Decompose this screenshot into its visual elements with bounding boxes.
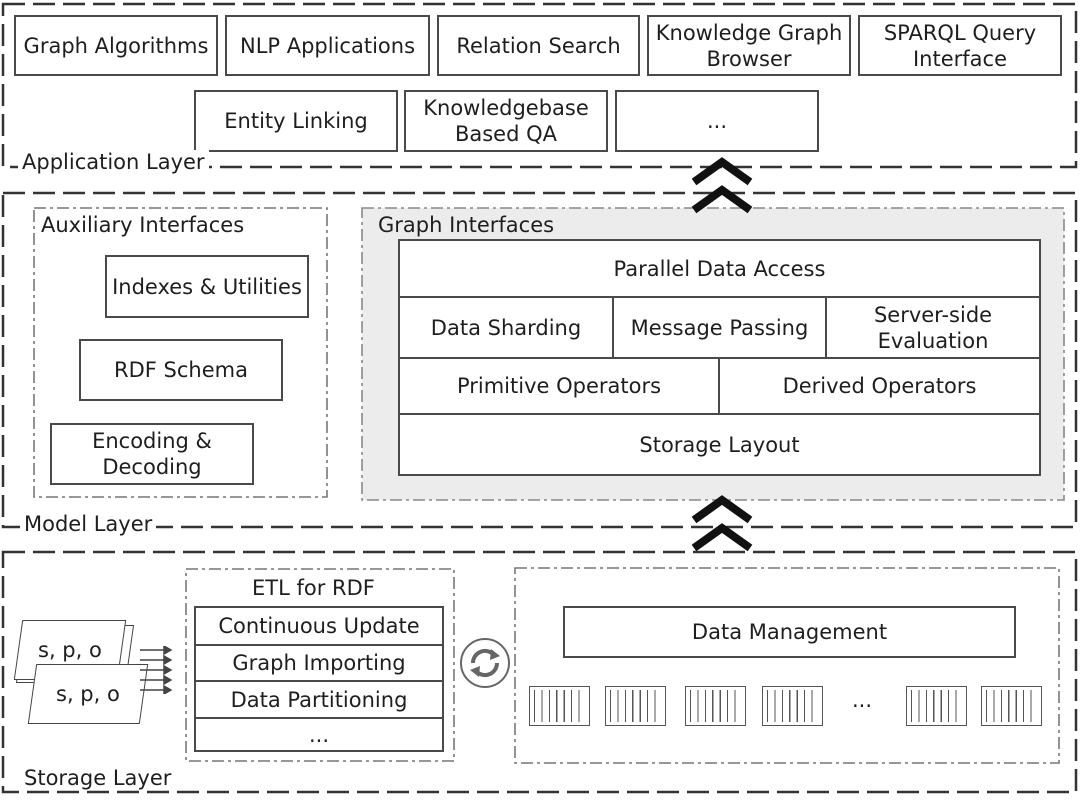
storage-layer-frame <box>1 550 1078 794</box>
etl-frame <box>185 568 455 762</box>
etl-graph-importing: Graph Importing <box>196 646 442 682</box>
application-layer-frame <box>1 2 1078 169</box>
block-stripes <box>767 690 818 722</box>
graph-interfaces-grid: Parallel Data Access Data Sharding Messa… <box>398 239 1041 476</box>
storage-block <box>605 686 666 726</box>
data-sharding: Data Sharding <box>400 298 614 359</box>
derived-operators: Derived Operators <box>720 359 1039 415</box>
app-box-nlp-applications: NLP Applications <box>225 15 430 76</box>
block-stripes <box>911 690 962 722</box>
etl-continuous-update: Continuous Update <box>196 608 442 646</box>
double-chevron-up-icon <box>691 495 753 552</box>
app-box-relation-search: Relation Search <box>437 15 640 76</box>
data-management-box: Data Management <box>563 606 1016 658</box>
etl-more: ... <box>308 722 330 747</box>
block-stripes <box>690 690 741 722</box>
app-box-graph-algorithms: Graph Algorithms <box>14 15 218 76</box>
primitive-operators: Primitive Operators <box>400 359 720 415</box>
application-layer-label: Application Layer <box>18 150 209 174</box>
triple-text: s, p, o <box>56 682 120 706</box>
auxiliary-frame <box>33 207 328 498</box>
storage-block <box>685 686 746 726</box>
auxiliary-interfaces-title: Auxiliary Interfaces <box>41 213 245 237</box>
app-box-knowledgebase-qa: Knowledgebase Based QA <box>404 90 608 152</box>
aux-box-indexes-utilities: Indexes & Utilities <box>105 255 309 318</box>
data-management-frame <box>514 567 1060 764</box>
parallel-data-access: Parallel Data Access <box>400 241 1039 298</box>
triple-text: s, p, o <box>38 638 102 662</box>
blocks-ellipsis: ... <box>852 688 873 712</box>
storage-layout: Storage Layout <box>639 432 800 457</box>
etl-title: ETL for RDF <box>252 576 375 600</box>
graph-interfaces-title: Graph Interfaces <box>378 213 555 237</box>
app-box-knowledge-graph-browser: Knowledge Graph Browser <box>647 15 851 76</box>
model-layer-label: Model Layer <box>20 512 157 536</box>
app-box-sparql-query-interface: SPARQL Query Interface <box>858 15 1062 76</box>
aux-box-rdf-schema: RDF Schema <box>79 339 283 401</box>
double-chevron-up-icon <box>691 157 753 214</box>
block-stripes <box>534 690 585 722</box>
model-layer-frame <box>1 191 1078 529</box>
message-passing: Message Passing <box>614 298 827 359</box>
block-stripes <box>986 690 1037 722</box>
storage-block <box>906 686 967 726</box>
sync-circle-icon <box>460 638 510 688</box>
storage-layer-label: Storage Layer <box>20 766 176 790</box>
etl-data-partitioning: Data Partitioning <box>196 682 442 719</box>
server-side-evaluation: Server-side Evaluation <box>827 298 1039 359</box>
aux-box-encoding-decoding: Encoding & Decoding <box>50 423 254 485</box>
app-box-entity-linking: Entity Linking <box>194 90 398 152</box>
storage-block <box>981 686 1042 726</box>
storage-block <box>762 686 823 726</box>
storage-block <box>529 686 590 726</box>
flow-arrows-icon <box>140 646 172 694</box>
block-stripes <box>610 690 661 722</box>
triple-doc-front-bottom: s, p, o <box>27 664 149 724</box>
app-box-more: ... <box>615 90 819 152</box>
etl-list: Continuous Update Graph Importing Data P… <box>194 606 444 752</box>
